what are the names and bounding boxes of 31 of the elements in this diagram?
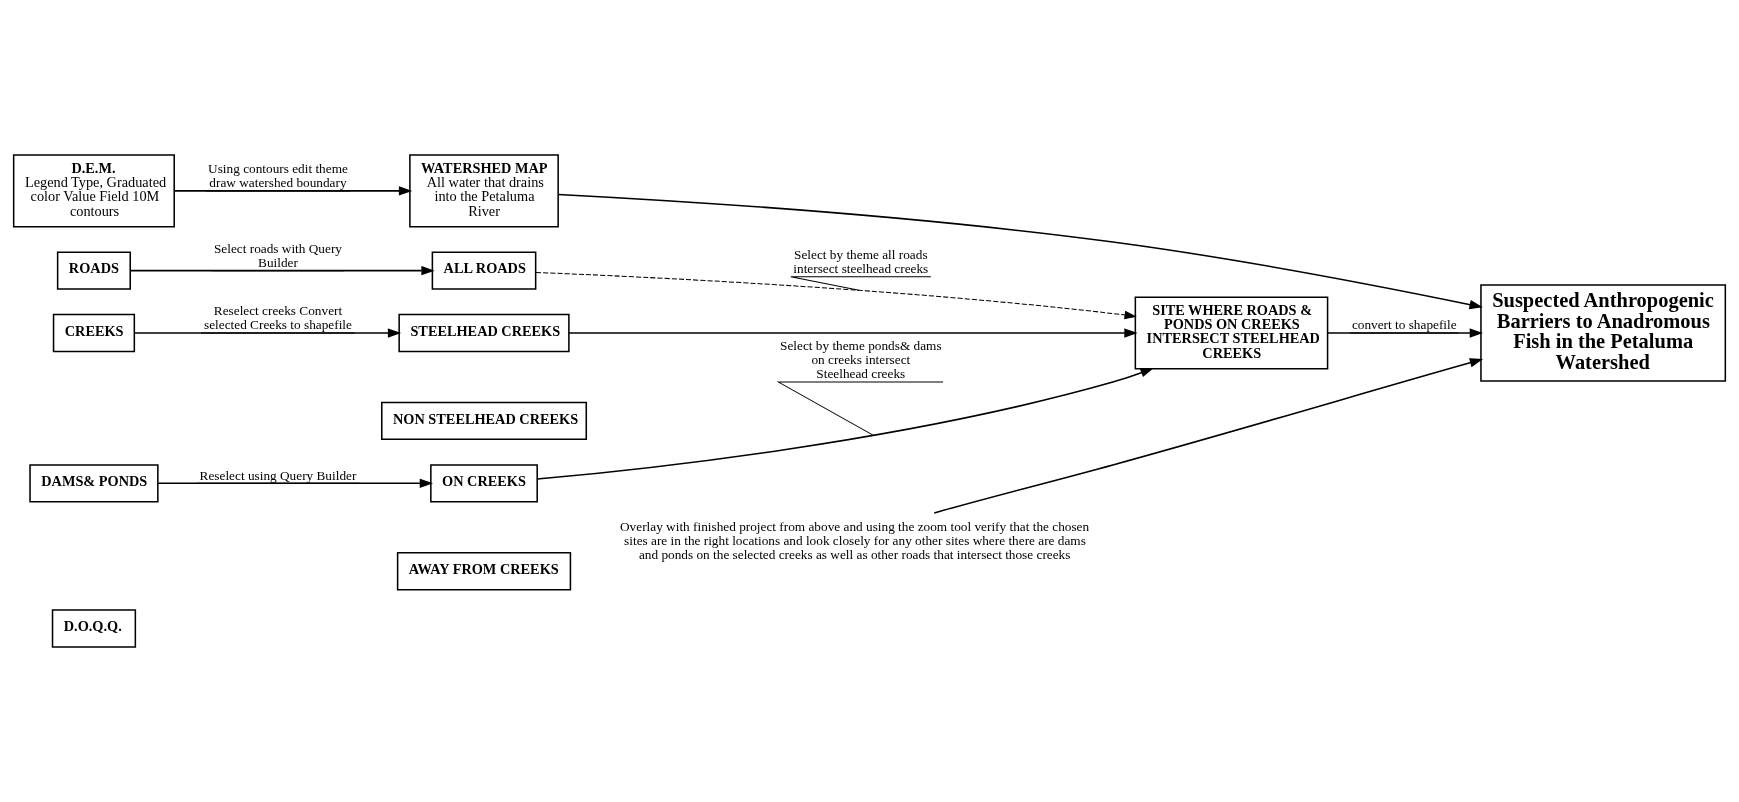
arrow: [536, 368, 1154, 480]
edge-label: Using contours edit theme draw watershed boundary: [208, 160, 348, 191]
edge-label: Select by theme ponds& dams on creeks intersect Steelhead creeks: [780, 337, 942, 382]
node-box: WATERSHED MAP All water that drains into the Petaluma River: [409, 154, 559, 228]
node-box: STEELHEAD CREEKS: [398, 313, 570, 353]
arrow: [535, 271, 1137, 320]
edge-label: Select roads with Query Builder: [213, 240, 342, 270]
arrow: [129, 265, 435, 276]
node-box: SITE WHERE ROADS & PONDS ON CREEKS INTERSECT STEELHEAD CREEKS: [1134, 296, 1329, 370]
node-box: D.E.M. Legend Type, Graduated color Value Field 10M contours: [12, 154, 175, 228]
node-box: DAMS& PONDS: [29, 464, 159, 503]
node-box: NON STEELHEAD CREEKS: [381, 401, 588, 441]
arrow: [557, 193, 1483, 310]
node-text: Overlay with finished project from above and using the zoom tool verify that the chosen sites are in the right locations and look closely for any other sites where there are dams and ponds on the selected creeks as well as other roads that intersect those creeks: [620, 518, 1090, 563]
node-box: AWAY FROM CREEKS: [396, 552, 572, 591]
edge-label: convert to shapefile: [1351, 317, 1457, 333]
node-box: ON CREEKS: [430, 464, 538, 503]
arrow: [568, 328, 1138, 338]
node-box: CREEKS: [52, 313, 136, 353]
edge-label: Reselect creeks Convert selected Creeks to shapefile: [204, 303, 352, 333]
arrow: [173, 186, 413, 196]
node-box: Suspected Anthropogenic Barriers to Anadromous Fish in the Petaluma Watershed: [1480, 284, 1727, 382]
arrow: [133, 328, 402, 338]
node-box: D.O.Q.Q.: [51, 609, 137, 648]
arrow: [933, 358, 1484, 514]
edge-label: Reselect using Query Builder: [199, 467, 357, 483]
node-box: ROADS: [56, 251, 131, 290]
node-box: ALL ROADS: [431, 251, 537, 290]
edge-label: Select by theme all roads intersect steelhead creeks: [793, 246, 929, 277]
arrow: [1326, 328, 1483, 338]
arrow: [157, 478, 434, 488]
